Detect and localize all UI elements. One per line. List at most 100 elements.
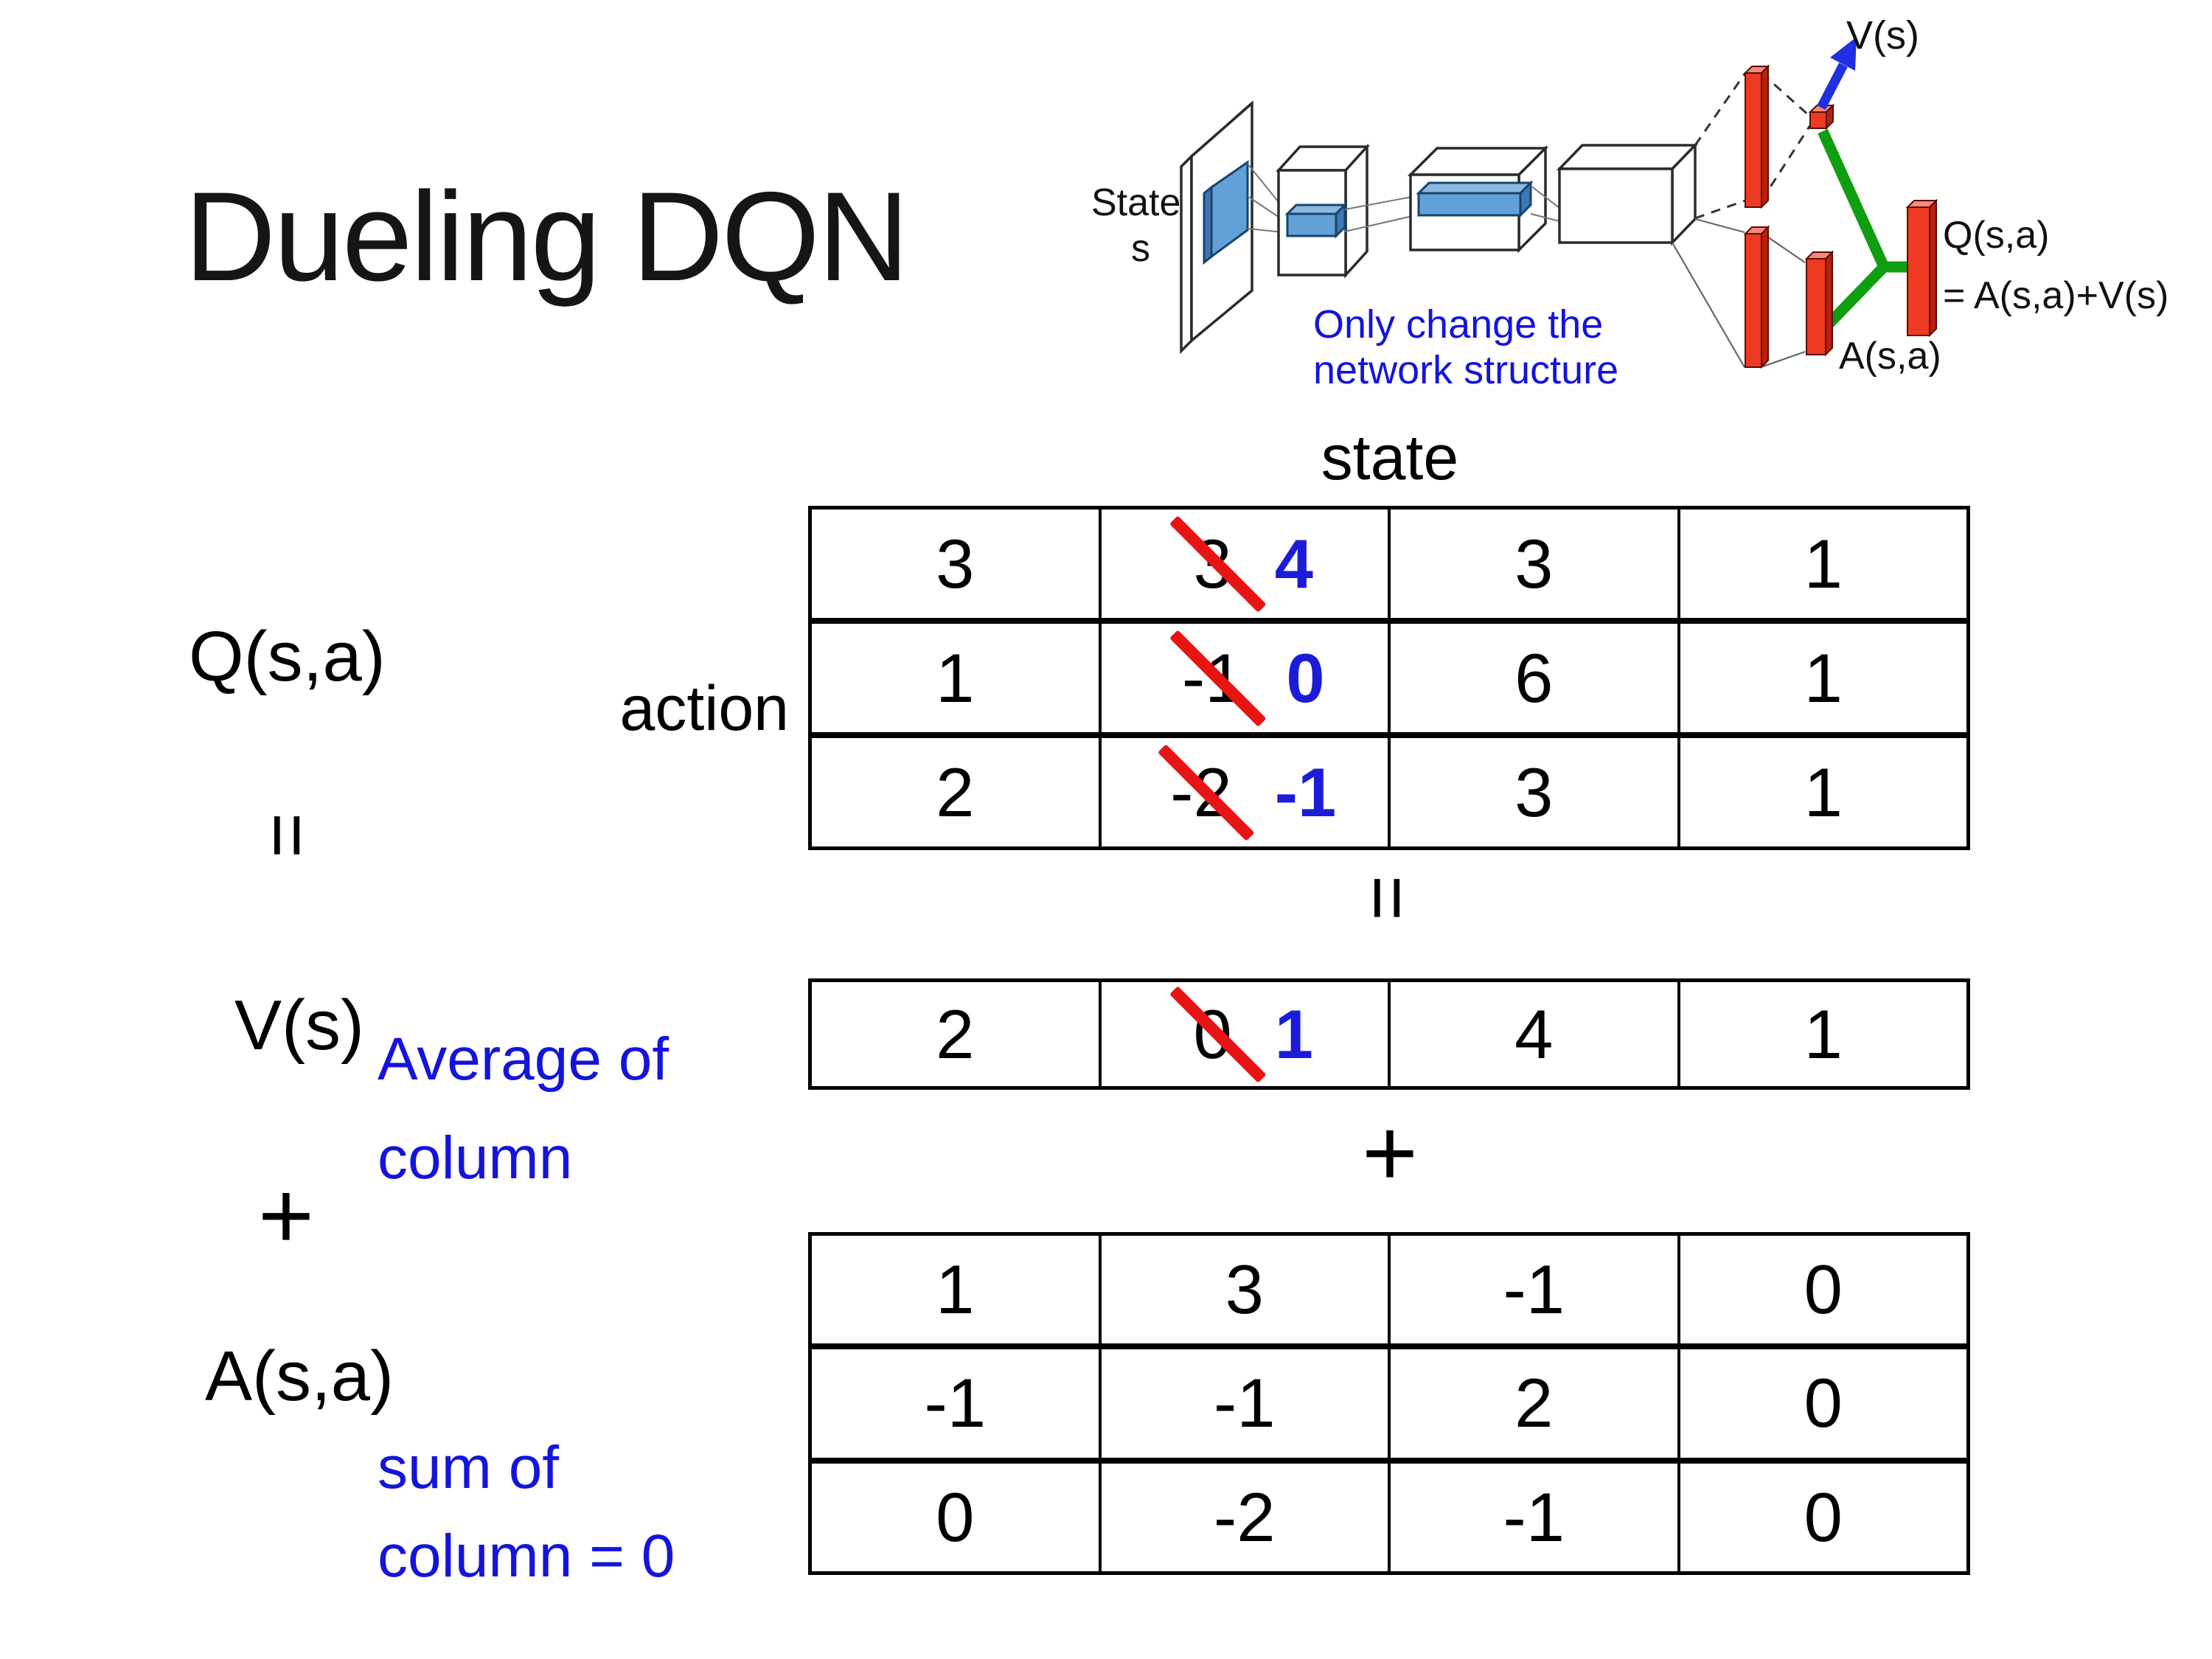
v-cell: 1 <box>1680 982 1967 1086</box>
table-row: 0 -2 -1 0 <box>812 1463 1967 1571</box>
sum-note-line2: column = 0 <box>378 1523 675 1590</box>
a-cell: -1 <box>1391 1463 1680 1571</box>
q-value-table: 3 3 4 3 1 1 -1 0 6 1 2 <box>808 506 1970 850</box>
old-value: -1 <box>1169 629 1267 727</box>
state-header-label: state <box>1321 422 1459 493</box>
a-cell: 0 <box>1680 1464 1967 1571</box>
table-row: 2 -2 -1 3 1 <box>812 738 1966 846</box>
merge-lines <box>1815 128 1910 338</box>
advantage-table: 1 3 -1 0 -1 -1 2 0 0 -2 -1 0 <box>808 1232 1970 1575</box>
value-node <box>1808 103 1835 131</box>
q-cell: 3 <box>812 509 1102 618</box>
diagram-q-eq-label: = A(s,a)+V(s) <box>1943 274 2168 317</box>
q-cell: 1 <box>1680 624 1967 732</box>
average-note-line2: column <box>378 1124 573 1192</box>
q-cell: 3 <box>1391 738 1680 846</box>
cell-value: 1 <box>1804 524 1843 602</box>
cell-value: 0 <box>936 1478 975 1556</box>
dashed-connections <box>1694 72 1812 220</box>
cell-value: 0 <box>1804 1478 1843 1556</box>
table-row: 1 3 -1 0 <box>812 1236 1967 1350</box>
cell-value: -1 <box>1503 1251 1565 1329</box>
cell-value: 0 <box>1804 1251 1843 1329</box>
equals-sign-left: = <box>244 813 332 858</box>
plus-sign-left: + <box>258 1161 314 1269</box>
a-cell: -1 <box>1391 1236 1680 1344</box>
cell-value: 6 <box>1514 639 1554 717</box>
cell-value: 3 <box>936 524 975 602</box>
table-row: -1 -1 2 0 <box>812 1349 1967 1464</box>
action-axis-label: action <box>619 673 790 744</box>
q-output-bar <box>1905 198 1938 338</box>
a-cell: 2 <box>1391 1349 1680 1458</box>
cell-value: 0 <box>1804 1364 1843 1442</box>
new-value: -1 <box>1274 753 1337 831</box>
a-cell: 1 <box>812 1236 1102 1344</box>
diagram-state-s: s <box>1131 227 1150 270</box>
v-value-table: 2 0 1 4 1 <box>808 978 1970 1090</box>
table-row: 2 0 1 4 1 <box>812 982 1966 1086</box>
cell-value: 1 <box>1804 995 1843 1073</box>
equals-sign-center: = <box>1344 875 1432 921</box>
feature-bar-2 <box>1416 180 1534 218</box>
diagram-a-label: A(s,a) <box>1839 335 1941 378</box>
feature-bar-1 <box>1284 202 1348 239</box>
plus-sign-center: + <box>1362 1099 1418 1206</box>
diagram-note-line2: network structure <box>1313 348 1618 392</box>
table-row: 3 3 4 3 1 <box>812 509 1966 624</box>
cell-value: -1 <box>924 1364 987 1442</box>
cell-value: 1 <box>1804 639 1843 717</box>
cell-value: 1 <box>936 1251 975 1329</box>
fc-bar-value-hidden <box>1743 64 1770 209</box>
a-cell: 3 <box>1102 1236 1391 1344</box>
cell-value: -1 <box>1503 1478 1565 1556</box>
conv-patch-input <box>1203 160 1249 265</box>
a-cell: 0 <box>1680 1349 1967 1457</box>
fc-bar-adv-hidden <box>1743 225 1770 369</box>
cell-value: 1 <box>1804 753 1843 831</box>
q-cell: 3 <box>1391 509 1680 618</box>
q-cell: 6 <box>1391 624 1680 732</box>
q-cell: 1 <box>1680 509 1967 618</box>
a-cell: 0 <box>1680 1236 1967 1343</box>
conv-box-3 <box>1556 142 1699 246</box>
cell-value: 3 <box>1225 1251 1264 1329</box>
cell-value: 2 <box>1514 1364 1554 1442</box>
q-cell: 1 <box>812 624 1102 732</box>
edited-value-pair: 0 1 <box>1169 985 1314 1083</box>
v-cell: 2 <box>812 982 1102 1086</box>
a-cell: 0 <box>812 1463 1102 1571</box>
value-arrow <box>1817 37 1857 110</box>
v-matrix-label: V(s) <box>234 986 364 1065</box>
diagram-note-line1: Only change the <box>1313 302 1603 347</box>
cell-value: -2 <box>1213 1478 1276 1556</box>
q-cell-edited: 3 4 <box>1102 509 1391 618</box>
diagram-state-label: State <box>1091 181 1180 224</box>
edited-value-pair: 3 4 <box>1169 515 1314 613</box>
new-value: 0 <box>1286 639 1325 717</box>
cell-value: 2 <box>936 995 975 1073</box>
q-cell-edited: -2 -1 <box>1102 738 1391 846</box>
conv-lines-2 <box>1344 195 1416 232</box>
page-title: Dueling DQN <box>184 166 909 307</box>
old-value: 0 <box>1169 985 1267 1083</box>
cell-value: 1 <box>936 639 975 717</box>
cell-value: 4 <box>1514 995 1554 1073</box>
table-row: 1 -1 0 6 1 <box>812 624 1966 738</box>
new-value: 1 <box>1274 995 1314 1073</box>
edited-value-pair: -2 -1 <box>1157 743 1337 841</box>
diagram-q-label: Q(s,a) <box>1943 214 2049 257</box>
q-cell: 2 <box>812 738 1102 846</box>
cell-value: -1 <box>1213 1364 1276 1442</box>
network-architecture-diagram: State s V(s) Q(s,a) = A(s,a)+V(s) A(s,a)… <box>1091 13 2168 392</box>
advantage-bar <box>1804 250 1834 357</box>
solid-connections <box>1672 218 1806 368</box>
q-cell-edited: -1 0 <box>1102 624 1391 732</box>
old-value: -2 <box>1157 743 1255 841</box>
a-matrix-label: A(s,a) <box>205 1337 394 1416</box>
conv-lines-3 <box>1530 185 1560 222</box>
new-value: 4 <box>1274 524 1314 602</box>
cell-value: 2 <box>936 753 975 831</box>
cell-value: 3 <box>1514 753 1554 831</box>
q-cell: 1 <box>1680 738 1967 846</box>
